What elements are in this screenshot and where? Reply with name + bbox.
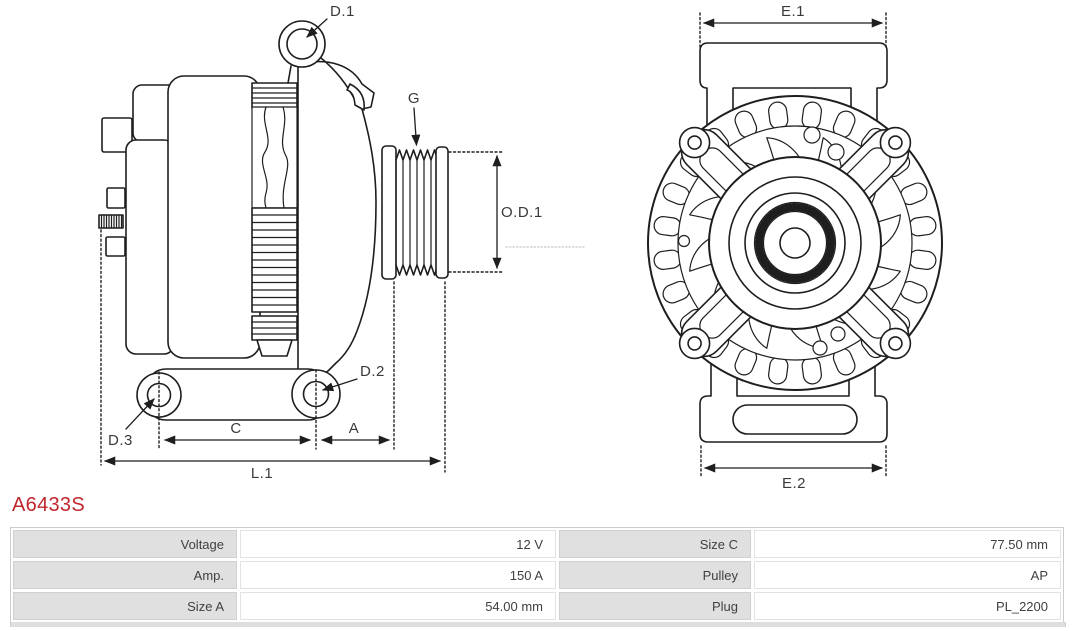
dim-label-e2: E.2 [782, 475, 806, 492]
spec-table: Voltage 12 V Size C 77.50 mm Amp. 150 A … [10, 527, 1064, 623]
dim-label-d2: D.2 [360, 363, 385, 380]
bolt-holes [677, 126, 846, 356]
dim-label-d1: D.1 [330, 3, 355, 20]
mid-housing [167, 75, 261, 359]
spec-value-amp: 150 A [240, 561, 556, 589]
dim-label-c: C [230, 420, 241, 437]
stator-ribs [251, 82, 298, 357]
spec-label-size-a: Size A [13, 592, 237, 620]
alternator-front-view: E.1 E.2 [647, 3, 943, 492]
spec-label-size-c: Size C [559, 530, 751, 558]
technical-drawing-area: D.1 G O.D.1 D.2 D.3 C A L.1 [98, 3, 943, 492]
dim-label-od1: O.D.1 [501, 204, 543, 221]
dim-label-d3: D.3 [108, 432, 133, 449]
top-mounting-ear [278, 20, 326, 68]
alternator-side-view: D.1 G O.D.1 D.2 D.3 C A L.1 [98, 3, 585, 482]
front-housing [297, 60, 377, 379]
rear-housing [125, 139, 175, 355]
spec-value-voltage: 12 V [240, 530, 556, 558]
side-view-dimensions [100, 18, 585, 473]
rear-terminal-tabs [98, 117, 133, 257]
dim-label-a: A [349, 420, 360, 437]
spec-value-pulley: AP [754, 561, 1061, 589]
dim-label-g: G [408, 90, 420, 107]
cropped-next-table-row [10, 622, 1066, 627]
spec-value-size-a: 54.00 mm [240, 592, 556, 620]
spec-value-plug: PL_2200 [754, 592, 1061, 620]
front-pulley [708, 156, 882, 330]
front-view-dimensions [699, 12, 887, 478]
side-pulley [381, 145, 449, 280]
alternator-diagram: D.1 G O.D.1 D.2 D.3 C A L.1 [98, 3, 943, 492]
dim-label-e1: E.1 [781, 3, 805, 20]
knurled-ring [755, 203, 835, 283]
threaded-stud-hatch [100, 214, 123, 229]
spec-value-size-c: 77.50 mm [754, 530, 1061, 558]
part-number-link[interactable]: A6433S [12, 494, 85, 516]
bracket-gusset [346, 83, 366, 111]
spec-label-pulley: Pulley [559, 561, 751, 589]
dim-label-l1: L.1 [251, 465, 273, 482]
bottom-bracket [699, 359, 888, 443]
shaft-hole [779, 227, 811, 259]
spec-label-amp: Amp. [13, 561, 237, 589]
spec-label-voltage: Voltage [13, 530, 237, 558]
spec-label-plug: Plug [559, 592, 751, 620]
